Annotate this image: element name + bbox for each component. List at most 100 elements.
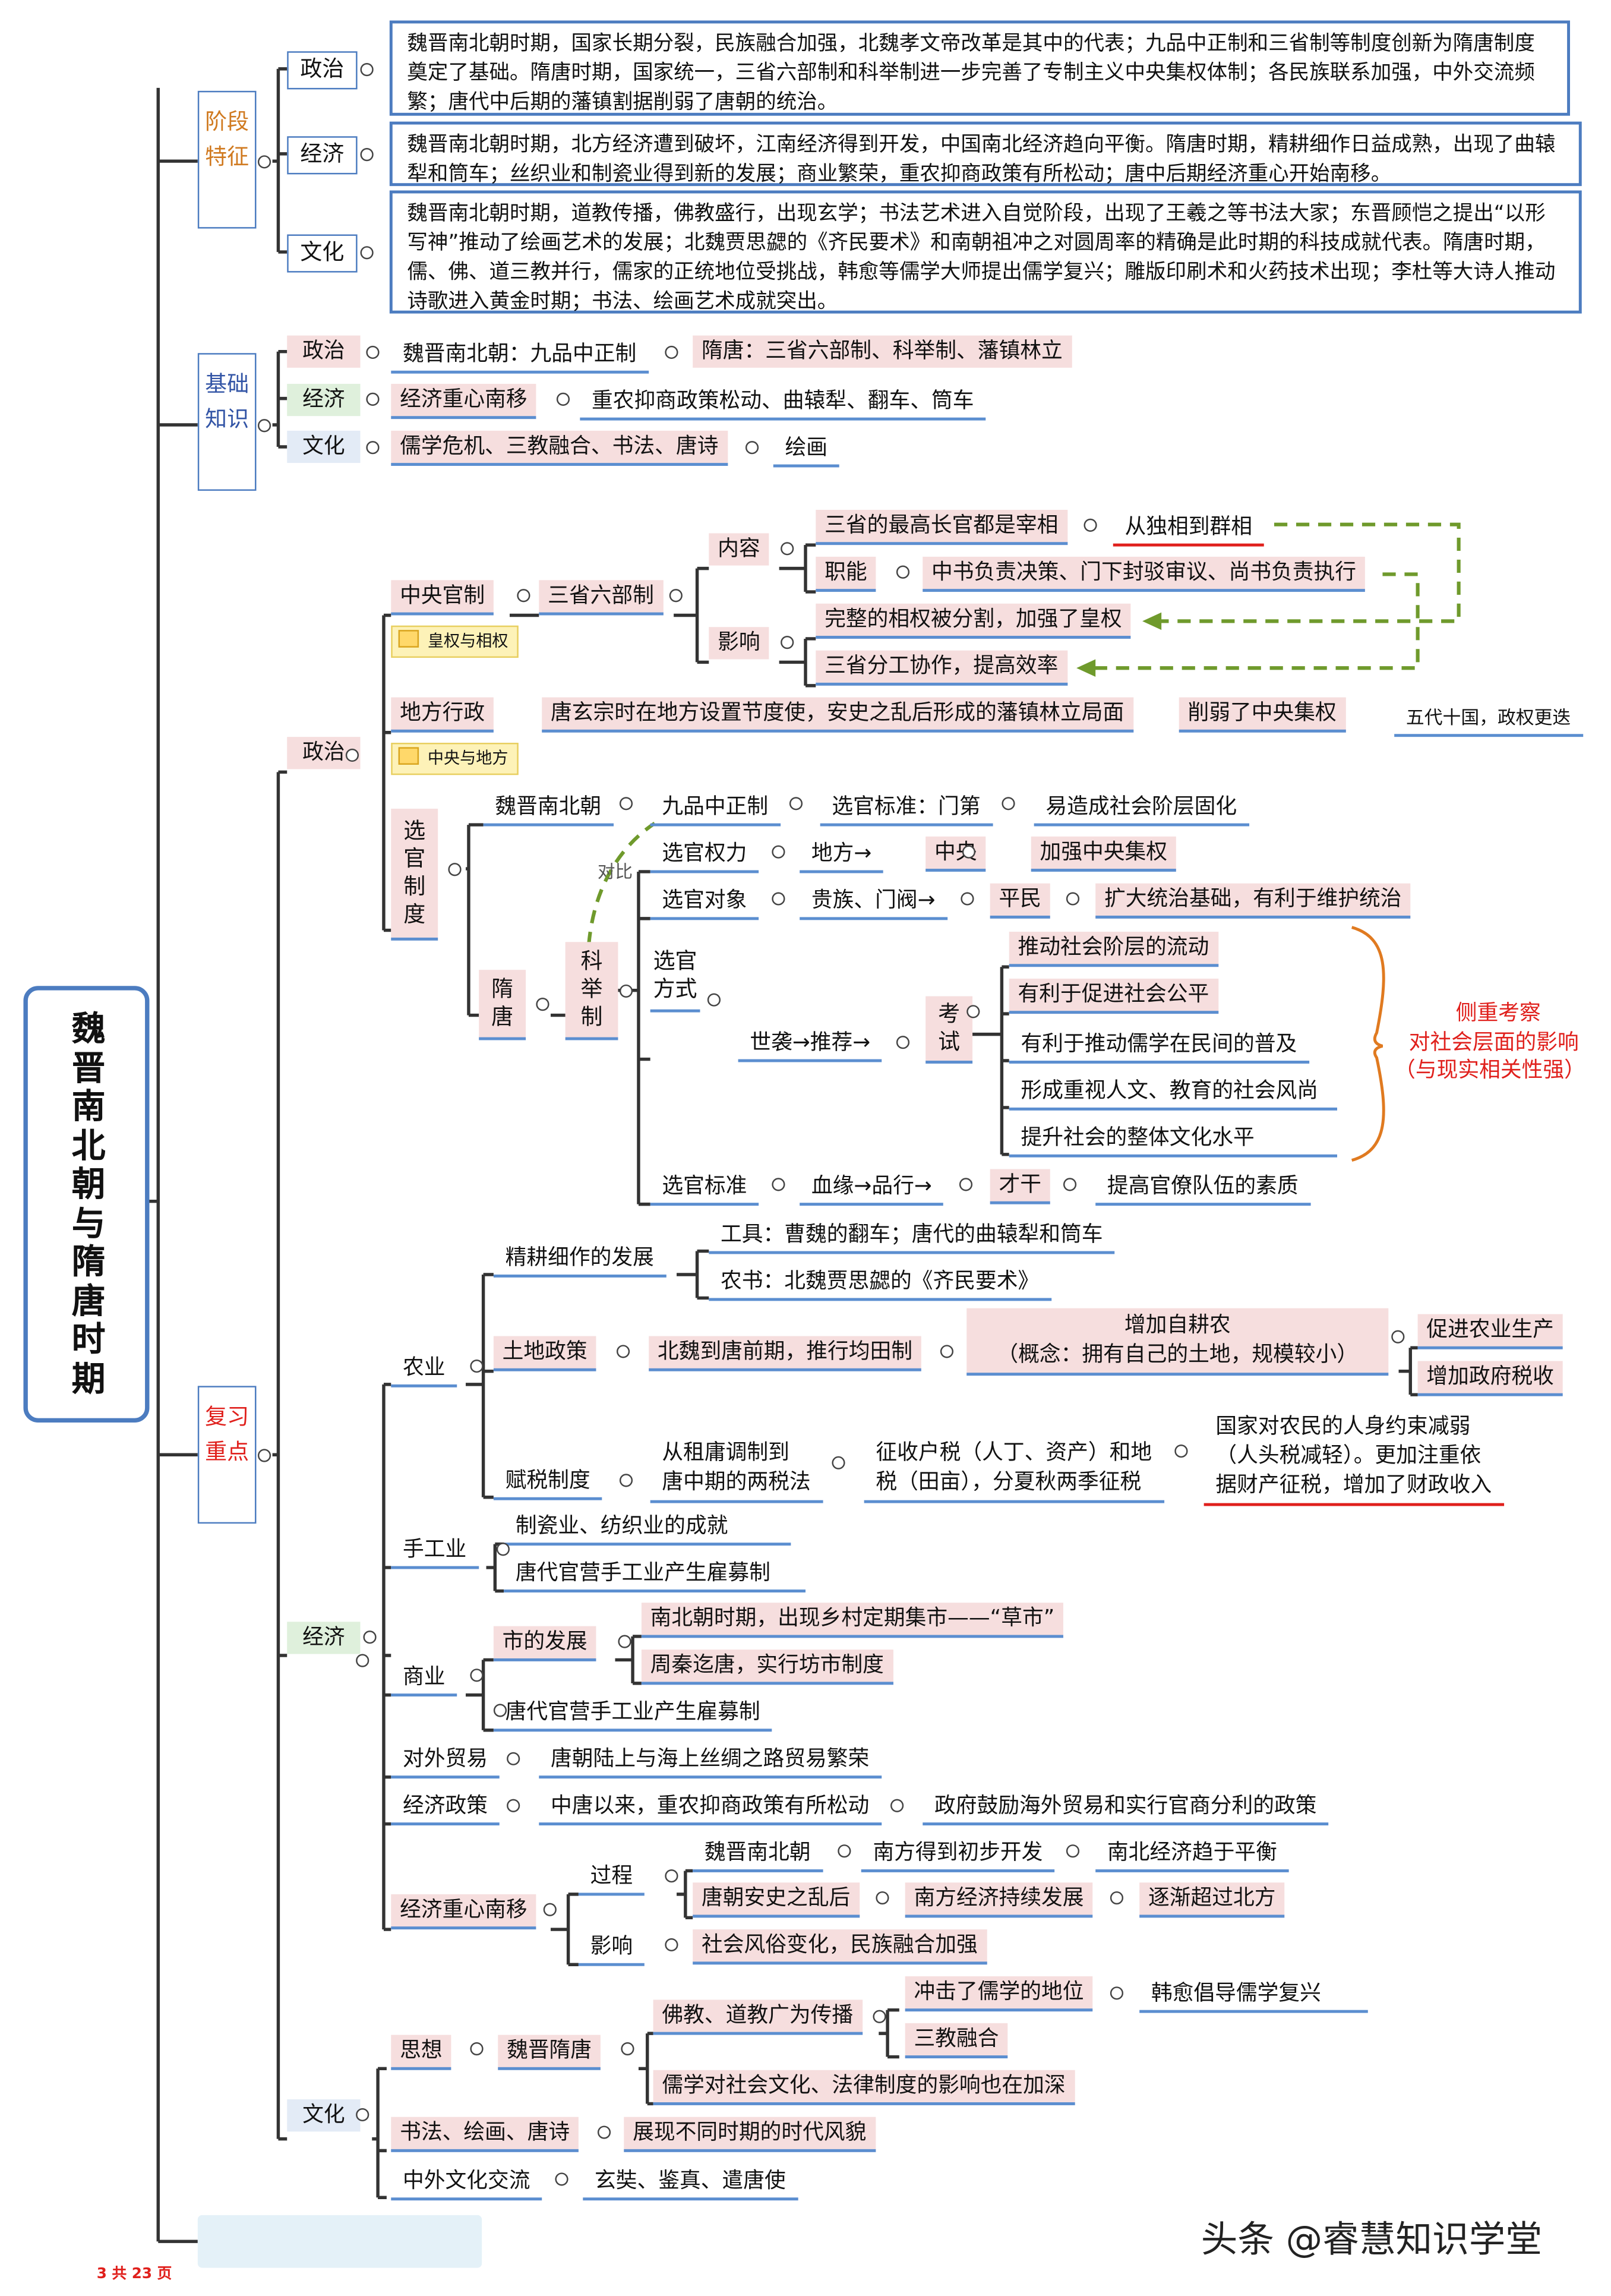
basic-politics-2: 隋唐：三省六部制、科举制、藩镇林立 — [693, 335, 1072, 368]
node-dot — [876, 1891, 889, 1905]
wei-jin-label: 魏晋南北朝 — [483, 791, 613, 827]
node-dot — [707, 993, 721, 1007]
page-number: 3 共 23 页 — [96, 2266, 172, 2283]
foreign-trade: 对外贸易 — [391, 1743, 500, 1779]
note-imperial-power: 皇权与相权 — [391, 625, 519, 658]
node-dot — [345, 748, 359, 762]
exam-effect-4: 形成重视人文、教育的社会风尚 — [1009, 1076, 1338, 1111]
node-dot — [962, 845, 976, 859]
process-4: 唐朝安史之乱后 — [693, 1882, 860, 1918]
node-dot — [257, 1449, 271, 1462]
node-dot — [1002, 797, 1015, 810]
economic-center-shift: 经济重心南移 — [391, 1894, 536, 1930]
node-dot — [496, 1543, 510, 1556]
effect-text: 社会风俗变化，民族融合加强 — [693, 1929, 987, 1965]
node-dot — [363, 1630, 377, 1644]
node-dot — [507, 1799, 520, 1812]
blank-box — [197, 2215, 482, 2268]
stage-culture-tag: 文化 — [287, 234, 358, 273]
land-owner-line-1: 增加自耕农 — [1124, 1314, 1231, 1338]
node-dot — [789, 797, 803, 810]
land-policy: 土地政策 — [493, 1336, 596, 1371]
target-effect: 扩大统治基础，有利于维护统治 — [1095, 883, 1411, 919]
node-dot — [1066, 892, 1080, 906]
root-title: 魏晋南北朝与隋唐时期 — [71, 1011, 106, 1399]
node-dot — [536, 998, 549, 1011]
node-dot — [555, 2172, 568, 2186]
node-dot — [1110, 1986, 1124, 2000]
policy-2: 政府鼓励海外贸易和实行官商分利的政策 — [923, 1790, 1329, 1826]
local-administration: 地方行政 — [391, 697, 494, 733]
land-equal-field: 北魏到唐前期，推行均田制 — [649, 1336, 921, 1371]
selection-system: 选官制度 — [391, 808, 438, 941]
trade-text: 唐朝陆上与海上丝绸之路贸易繁荣 — [539, 1743, 881, 1779]
note-icon — [398, 747, 419, 765]
function-text: 中书负责决策、门下封驳审议、尚书负责执行 — [923, 556, 1365, 592]
node-dot — [448, 863, 462, 876]
node-dot — [961, 892, 974, 906]
tax-method-line-2: 税（田亩），分夏秋两季征税 — [876, 1471, 1142, 1494]
stage-economy-text: 魏晋南北朝时期，北方经济遭到破坏，江南经济得到开发，中国南北经济趋向平衡。隋唐时… — [389, 121, 1582, 187]
local-2: 削弱了中央集权 — [1179, 697, 1345, 733]
commerce-label: 商业 — [391, 1661, 457, 1697]
standard-pedigree: 选官标准：门第 — [820, 791, 993, 827]
tax-change-line-1: 从租庸调制到 — [662, 1442, 789, 1465]
exam-label: 考试 — [925, 996, 973, 1064]
node-dot — [507, 1752, 520, 1765]
influence-label: 影响 — [709, 627, 769, 660]
target-commoners: 平民 — [990, 883, 1050, 919]
art-label: 书法、绘画、唐诗 — [391, 2117, 579, 2152]
node-dot — [1174, 1444, 1188, 1458]
stage-culture-text: 魏晋南北朝时期，道教传播，佛教盛行，出现玄学；书法艺术进入自觉阶段，出现了王羲之… — [389, 190, 1582, 314]
compare-label: 对比 — [597, 861, 633, 882]
basic-politics-1: 魏晋南北朝：九品中正制 — [391, 339, 648, 374]
tax-effect-line-1: 国家对农民的人身约束减弱 — [1215, 1415, 1471, 1439]
basic-culture-2: 绘画 — [773, 432, 839, 468]
market-2: 周秦迄唐，实行坊市制度 — [641, 1650, 893, 1685]
increase-tax: 增加政府税收 — [1417, 1361, 1563, 1396]
node-dot — [959, 1178, 973, 1191]
node-dot — [366, 345, 380, 359]
tax-effect-line-2: （人头税减轻）。更加注重依 — [1215, 1444, 1482, 1468]
process-label: 过程 — [578, 1860, 645, 1896]
tax-effect-line-3: 据财产征税，增加了财政收入 — [1215, 1474, 1492, 1497]
watermark: 头条 @睿慧知识学堂 — [1201, 2218, 1543, 2261]
node-dot — [832, 1456, 845, 1469]
commerce-2: 唐代官营手工业产生雇募制 — [493, 1696, 772, 1732]
node-dot — [665, 345, 678, 359]
nine-rank-system: 九品中正制 — [650, 791, 780, 827]
wei-jin-sui-tang: 魏晋隋唐 — [498, 2035, 601, 2070]
node-dot — [366, 392, 380, 406]
basic-politics-tag: 政治 — [287, 335, 361, 368]
node-dot — [619, 1474, 633, 1487]
exchange-text: 玄奘、鉴真、遣唐使 — [583, 2165, 798, 2201]
focus-line-1: 侧重考察 — [1455, 1002, 1541, 1026]
process-3: 南北经济趋于平衡 — [1095, 1837, 1289, 1872]
node-dot — [940, 1345, 954, 1358]
node-dot — [597, 2125, 611, 2139]
basic-economy-tag: 经济 — [287, 383, 361, 417]
tax-change: 从租庸调制到唐中期的两税法 — [650, 1436, 823, 1503]
chancellors-text: 三省的最高长官都是宰相 — [816, 509, 1067, 545]
node-dot — [781, 542, 794, 556]
node-dot — [366, 441, 380, 455]
standard-talent: 才干 — [990, 1169, 1050, 1204]
power-central: 中央 — [925, 836, 986, 872]
process-5: 南方经济持续发展 — [905, 1882, 1093, 1918]
node-dot — [618, 1635, 631, 1648]
node-dot — [772, 892, 785, 906]
thought-4: 三教融合 — [905, 2023, 1008, 2059]
influence-1: 完整的相权被分割，加强了皇权 — [816, 603, 1131, 639]
land-owner-line-2: （概念：拥有自己的土地，规模较小） — [997, 1343, 1359, 1367]
exam-effect-2: 有利于促进社会公平 — [1009, 978, 1218, 1014]
node-dot — [781, 636, 794, 649]
power-label: 选官权力 — [650, 838, 759, 873]
focus-line-3: （与现实相关性强） — [1394, 1059, 1585, 1083]
tax-change-line-2: 唐中期的两税法 — [662, 1471, 811, 1494]
node-dot — [619, 797, 633, 810]
node-dot — [517, 589, 530, 603]
note-central-local: 中央与地方 — [391, 743, 519, 775]
art-text: 展现不同时期的时代风貌 — [624, 2117, 876, 2152]
stage-politics-text: 魏晋南北朝时期，国家长期分裂，民族融合加强，北魏孝文帝改革是其中的代表；九品中正… — [389, 20, 1571, 116]
